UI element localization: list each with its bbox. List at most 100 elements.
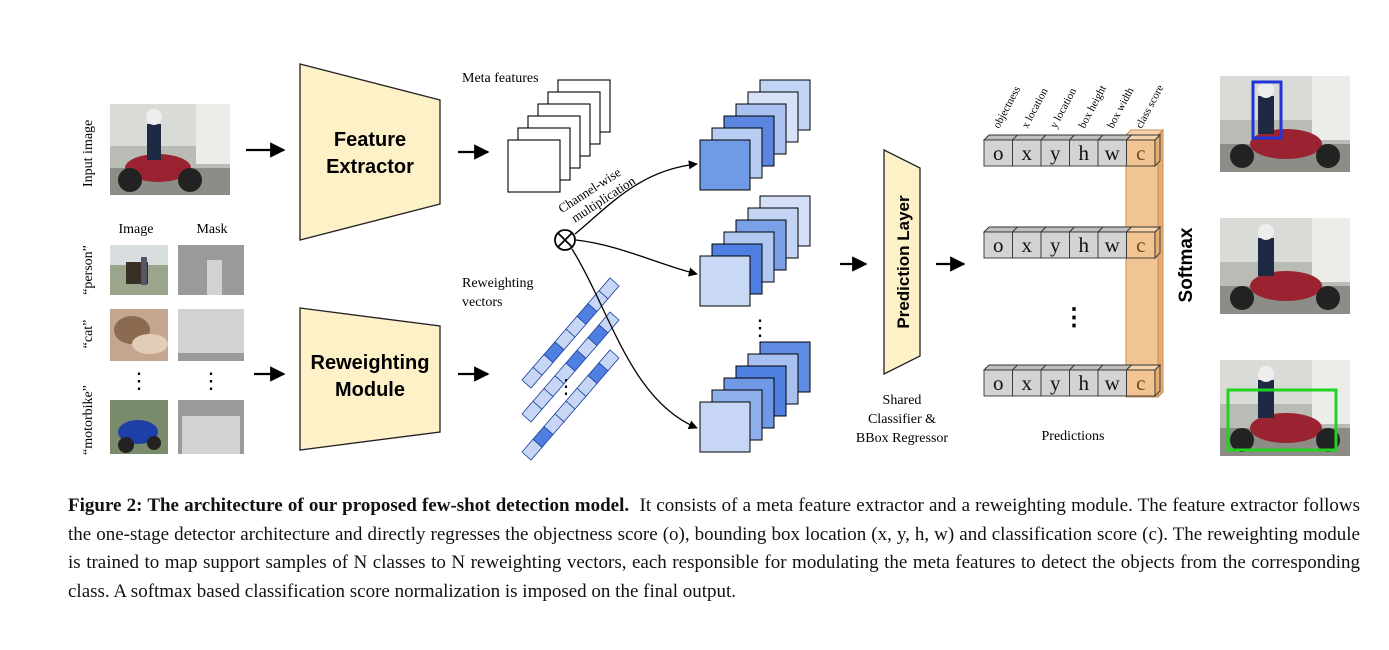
ellipsis-vectors: ⋮: [556, 376, 576, 398]
cell-top: [1039, 364, 1076, 371]
reweighting-module-line1: Reweighting: [311, 352, 430, 374]
reweighted-feature-stack: [699, 195, 811, 307]
output-detection-image: [1220, 76, 1350, 172]
person-bounding-box: [1251, 80, 1283, 140]
prediction-cell-label: o: [993, 371, 1004, 395]
meta-feature-stack: [507, 79, 611, 193]
prediction-cell-label: c: [1136, 141, 1145, 165]
prediction-cell: [983, 139, 1013, 167]
ellipsis-mask-column: ⋮: [200, 368, 222, 393]
cell-top: [1039, 226, 1076, 233]
image-column-label: Image: [119, 222, 154, 237]
prediction-cell-label: o: [993, 233, 1004, 257]
prediction-cell-label: h: [1079, 141, 1090, 165]
input-image-thumbnail: [110, 104, 230, 195]
prediction-cell-label: x: [1022, 141, 1033, 165]
cell-top: [1125, 134, 1162, 141]
support-image-cat: [110, 309, 168, 361]
prediction-cell: [1069, 369, 1099, 397]
cell-top: [1125, 364, 1162, 371]
meta-features-label: Meta features: [462, 71, 539, 86]
prediction-cell: [1097, 231, 1127, 259]
prediction-cell: [1040, 231, 1070, 259]
prediction-cell-label: c: [1136, 233, 1145, 257]
cell-top: [982, 364, 1019, 371]
cell-top: [1068, 226, 1105, 233]
prediction-cell: [983, 369, 1013, 397]
support-mask-cat: [178, 309, 244, 361]
softmax-label: Softmax: [1176, 227, 1197, 302]
prediction-cell-label: w: [1105, 233, 1121, 257]
support-image-motorbike: [110, 400, 168, 454]
prediction-cell: [1097, 369, 1127, 397]
prediction-cell: [1126, 231, 1156, 259]
column-header: class score: [1134, 83, 1167, 131]
prediction-cell-label: c: [1136, 371, 1145, 395]
prediction-cell: [1097, 139, 1127, 167]
cell-top: [1096, 134, 1133, 141]
output-detection-image: [1220, 360, 1350, 456]
cell-side: [1154, 225, 1161, 260]
predictions-label: Predictions: [1042, 429, 1105, 444]
prediction-cell-label: w: [1105, 141, 1121, 165]
reweighting-module-line2: Module: [335, 379, 405, 401]
support-class-person: “person”: [81, 245, 96, 295]
column-header: box height: [1077, 83, 1110, 130]
caption-title: Figure 2: The architecture of our propos…: [68, 495, 630, 516]
cell-top: [1011, 226, 1048, 233]
prediction-cell-label: y: [1050, 233, 1061, 257]
channel-wise-multiply-icon: [554, 229, 576, 251]
shared-label-line2: Classifier &: [868, 412, 936, 427]
cell-side: [1154, 363, 1161, 398]
prediction-layer-label: Prediction Layer: [894, 195, 913, 329]
output-detection-image: [1220, 218, 1350, 314]
ellipsis-stacks: ⋮: [749, 315, 771, 340]
vector-segment: [598, 349, 620, 372]
architecture-diagram: Input image Image Mask “person” “cat” “m…: [81, 63, 1350, 461]
prediction-cell-label: o: [993, 141, 1004, 165]
feature-extractor-block: Feature Extractor: [299, 63, 441, 241]
support-class-cat: “cat”: [81, 320, 96, 349]
cell-top: [982, 134, 1019, 141]
cell-top: [1011, 134, 1048, 141]
prediction-cell-label: h: [1079, 233, 1090, 257]
vector-segment: [598, 277, 620, 300]
reweighted-feature-stack: [699, 79, 811, 191]
mask-column-label: Mask: [196, 222, 227, 237]
cell-top: [1011, 364, 1048, 371]
cell-top: [1096, 226, 1133, 233]
reweighting-vector: [521, 277, 620, 389]
cell-top: [982, 226, 1019, 233]
column-header: box width: [1105, 85, 1137, 130]
shared-label-line3: BBox Regressor: [856, 431, 949, 446]
feature-extractor-line1: Feature: [334, 129, 406, 151]
reweighting-module-block: Reweighting Module: [299, 307, 441, 451]
prediction-layer-block: Prediction Layer: [883, 148, 921, 376]
input-image-label: Input image: [81, 120, 96, 187]
cell-top: [1068, 364, 1105, 371]
output-images: [1220, 76, 1350, 456]
cell-side: [1154, 133, 1161, 168]
figure-caption: Figure 2: The architecture of our propos…: [68, 492, 1360, 606]
caption-body: It consists of a meta feature extractor …: [68, 495, 1360, 602]
feature-map: [699, 139, 751, 191]
class-score-column: [1125, 134, 1159, 398]
prediction-cell: [1126, 139, 1156, 167]
reweighting-vectors-label-line1: Reweighting: [462, 276, 534, 291]
reweighting-vectors-label-line2: vectors: [462, 295, 502, 310]
column-header: x location: [1020, 86, 1051, 131]
meta-feature-map: [507, 139, 561, 193]
prediction-cell: [983, 231, 1013, 259]
feature-extractor-line2: Extractor: [326, 156, 414, 178]
support-mask-person: [178, 245, 244, 295]
support-class-motorbike: “motorbike”: [81, 385, 96, 455]
prediction-cell-label: w: [1105, 371, 1121, 395]
cell-top: [1068, 134, 1105, 141]
prediction-cell-label: x: [1022, 371, 1033, 395]
prediction-cell-label: h: [1079, 371, 1090, 395]
